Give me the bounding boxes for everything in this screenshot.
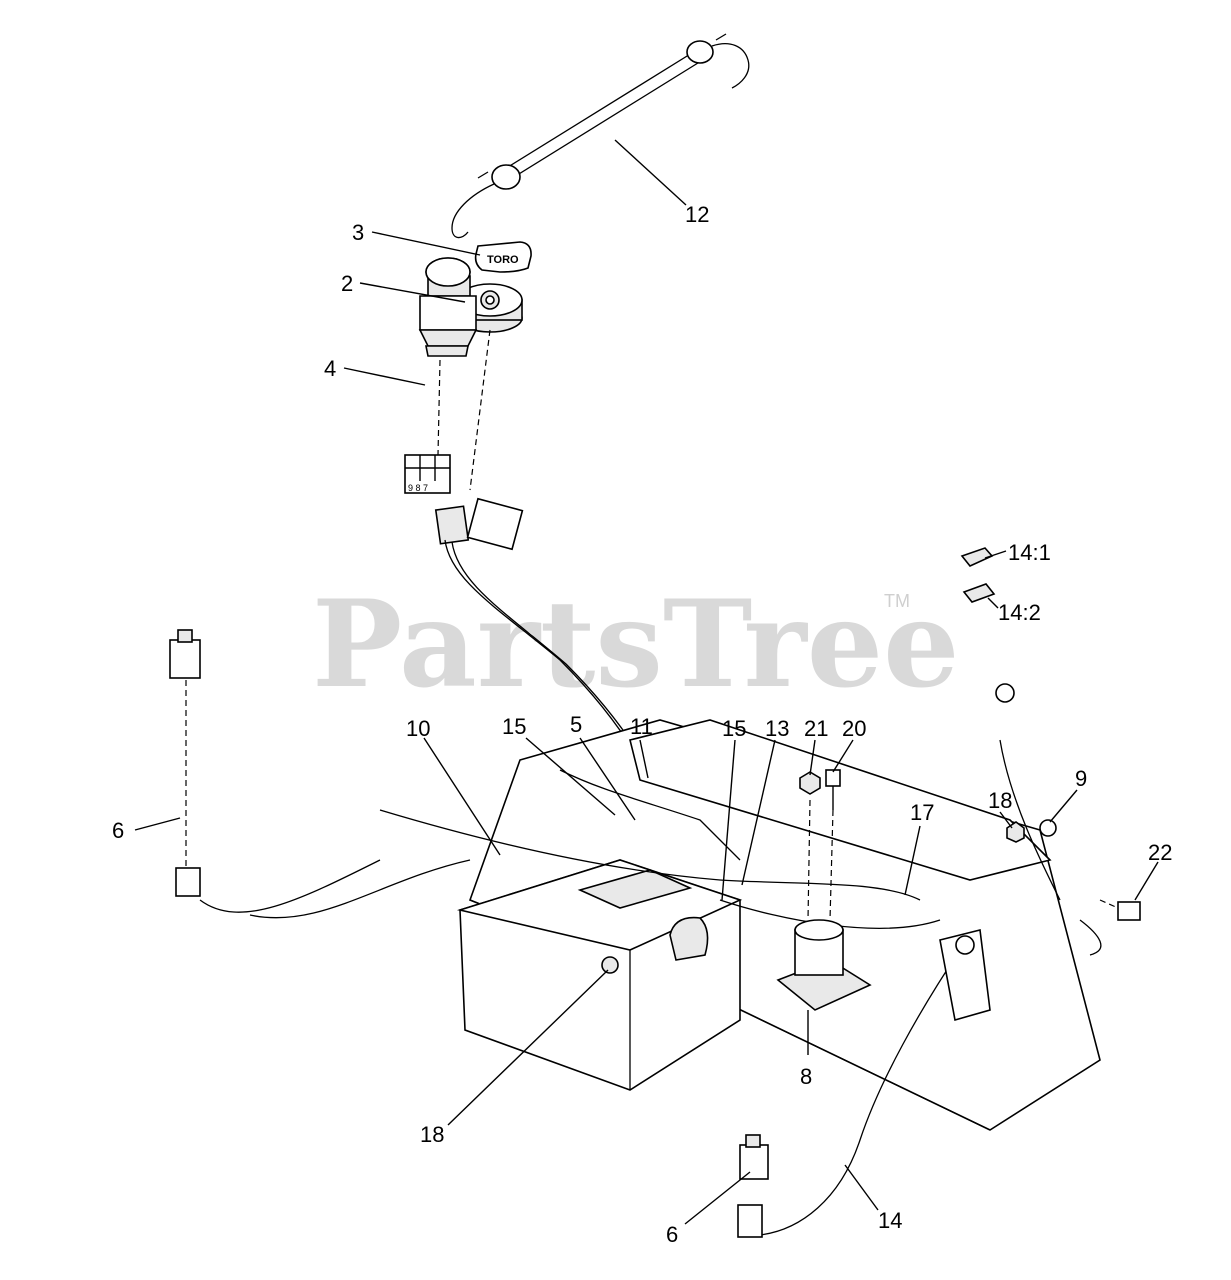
- part-20-bolt: [825, 769, 841, 810]
- part-6-relay-bottom: [737, 1134, 769, 1238]
- part-6-relay-left: [169, 629, 201, 897]
- callout-20: 20: [842, 716, 866, 741]
- key-label: TORO: [487, 254, 519, 266]
- callout-2: 2: [341, 271, 353, 296]
- callout-13: 13: [765, 716, 789, 741]
- part-14-2-fuse: [962, 583, 996, 603]
- part-8-solenoid: [776, 919, 872, 1011]
- part-21-nut: [799, 771, 821, 795]
- callout-4: 4: [324, 356, 336, 381]
- callout-15-right: 15: [722, 716, 746, 741]
- battery: [456, 859, 743, 1091]
- callout-10: 10: [406, 716, 430, 741]
- callout-11: 11: [630, 714, 653, 739]
- watermark-tm: TM: [884, 591, 910, 611]
- part-12-hook-rod: [451, 33, 750, 239]
- callouts: 12 3 2 4 14:1 14:2 10 15 5 11 15 13 21 2…: [112, 202, 1172, 1247]
- callout-18-lower: 18: [420, 1122, 444, 1147]
- callout-15-left: 15: [502, 714, 526, 739]
- part-9-ground-cable: [995, 683, 1057, 837]
- callout-14: 14: [878, 1208, 902, 1233]
- callout-12: 12: [685, 202, 709, 227]
- callout-17: 17: [910, 800, 934, 825]
- mounting-plate: [468, 719, 1101, 1131]
- callout-6-bottom: 6: [666, 1222, 678, 1247]
- part-4-pto-switch: [418, 257, 478, 357]
- callout-5: 5: [570, 712, 582, 737]
- callout-21: 21: [804, 716, 828, 741]
- connector-terminal-labels: 9 8 7: [408, 483, 428, 493]
- watermark-text: PartsTree: [312, 574, 959, 715]
- callout-3: 3: [352, 220, 364, 245]
- part-3-key: TORO: [474, 241, 532, 273]
- callout-18-upper: 18: [988, 788, 1012, 813]
- part-22-bolt: [1117, 901, 1141, 921]
- callout-14-2: 14:2: [998, 600, 1041, 625]
- callout-14-1: 14:1: [1008, 540, 1051, 565]
- callout-9: 9: [1075, 766, 1087, 791]
- callout-6-left: 6: [112, 818, 124, 843]
- callout-22: 22: [1148, 840, 1172, 865]
- callout-8: 8: [800, 1064, 812, 1089]
- connector-block: 9 8 7: [404, 454, 451, 494]
- harness-plugs: [434, 497, 524, 551]
- part-17-bracket: [939, 929, 991, 1022]
- leader-lines: [134, 139, 1159, 1225]
